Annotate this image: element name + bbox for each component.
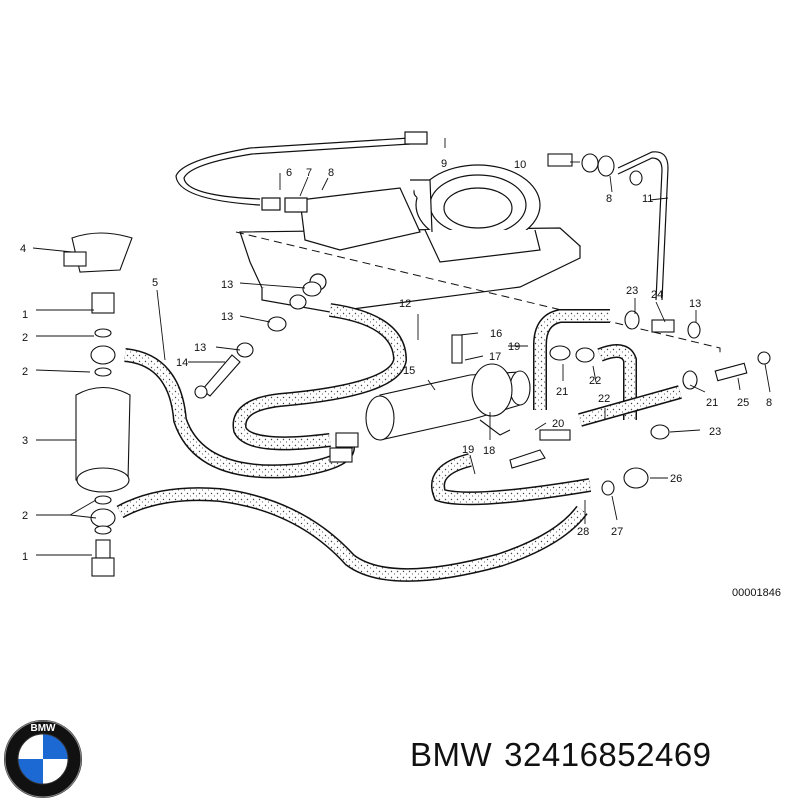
diagram-reference-number: 00001846 [732,587,781,599]
callout-8: 8 [328,167,334,179]
callout-7: 7 [306,167,312,179]
callout-13: 13 [689,298,701,310]
callout-9: 9 [441,158,447,170]
small-fittings [194,281,771,496]
callout-8: 8 [766,397,772,409]
callout-6: 6 [286,167,292,179]
mounting-boundary-line [235,231,721,356]
upper-right-fittings [547,153,643,186]
callout-12: 12 [399,298,411,310]
callout-4: 4 [20,243,26,255]
callout-2: 2 [22,510,28,522]
callout-18: 18 [483,445,495,457]
upper-fuel-pipe [175,131,428,213]
callout-17: 17 [489,351,501,363]
callout-11: 11 [642,193,653,205]
callout-27: 27 [611,526,623,538]
callout-19: 19 [508,341,520,353]
callout-22: 22 [598,393,610,405]
callout-5: 5 [152,277,158,289]
callout-14: 14 [176,357,188,369]
callout-24: 24 [651,289,663,301]
callout-10: 10 [514,159,526,171]
callout-23: 23 [626,285,638,297]
callout-2: 2 [22,332,28,344]
svg-text:BMW: BMW [31,723,57,734]
callout-28: 28 [577,526,589,538]
callout-16: 16 [490,328,502,340]
callout-25: 25 [737,397,749,409]
callout-13: 13 [221,311,233,323]
callout-labels: 1 1 2 2 2 3 4 5 6 7 8 8 8 9 10 11 12 13 … [20,158,781,599]
callout-1: 1 [22,551,28,563]
return-pipe [617,151,669,301]
bmw-logo: BMW [4,720,82,798]
callout-13: 13 [194,342,206,354]
callout-26: 26 [670,473,682,485]
callout-13: 13 [221,279,233,291]
callout-21: 21 [706,397,718,409]
callout-8: 8 [606,193,612,205]
callout-3: 3 [22,435,28,447]
fuel-filter-assembly [63,232,133,577]
callout-1: 1 [22,309,28,321]
leader-lines [32,138,771,556]
callout-21: 21 [556,386,568,398]
callout-22: 22 [589,375,601,387]
callout-15: 15 [403,365,415,377]
callout-20: 20 [552,418,564,430]
callout-2: 2 [22,366,28,378]
callout-23: 23 [709,426,721,438]
product-caption: BMW 32416852469 [410,736,724,774]
fuel-pump [329,334,531,463]
part-number: 32416852469 [504,736,712,773]
callout-19: 19 [462,444,474,456]
throttle-housing [239,164,582,313]
brand-name: BMW [410,736,493,773]
